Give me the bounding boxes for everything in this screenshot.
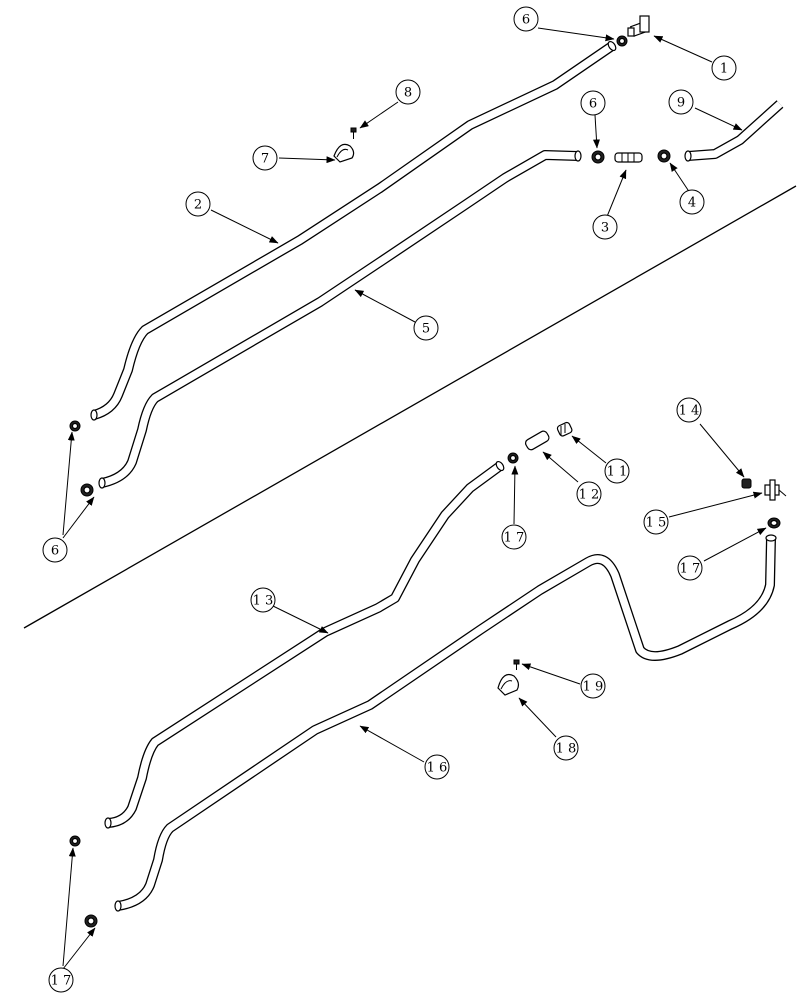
callout-label: 1 (720, 62, 728, 77)
callout-label: 1 9 (583, 680, 604, 695)
callout-19: 1 9 (580, 673, 606, 699)
callout-8: 8 (395, 79, 421, 105)
clamp-17-right-icon (767, 517, 781, 529)
callout-label: 1 7 (51, 974, 72, 989)
callout-17-right: 1 7 (677, 555, 703, 581)
callout-12: 1 2 (576, 481, 602, 507)
divider-line (23, 185, 797, 629)
valve-15-icon (764, 479, 787, 501)
callout-9: 9 (668, 89, 694, 115)
tube-9 (684, 100, 784, 162)
callout-label: 6 (51, 544, 59, 559)
callout-label: 1 8 (556, 742, 577, 757)
clamp-17-lower-a-icon (69, 835, 81, 847)
callout-label: 6 (522, 13, 530, 28)
tube-5 (98, 150, 582, 489)
callout-label: 6 (589, 97, 597, 112)
callout-label: 1 7 (504, 531, 525, 546)
callout-6-top: 6 (513, 6, 539, 32)
callout-7: 7 (252, 145, 278, 171)
callout-label: 1 6 (427, 761, 448, 776)
callout-11: 1 1 (604, 458, 630, 484)
clamp-6-mid-icon (591, 150, 605, 164)
callout-15: 1 5 (643, 509, 669, 535)
clamp-6-top-icon (616, 35, 628, 47)
callout-label: 1 4 (679, 404, 700, 419)
callout-label: 1 3 (253, 594, 274, 609)
callout-6-mid: 6 (580, 90, 606, 116)
connector-12-icon (524, 430, 550, 451)
callout-2: 2 (185, 191, 211, 217)
callout-6-lower: 6 (42, 537, 68, 563)
callout-label: 5 (422, 322, 430, 337)
callout-label: 1 2 (579, 488, 600, 503)
callout-label: 3 (601, 221, 609, 236)
leader-lines (62, 27, 767, 970)
callout-13: 1 3 (250, 587, 276, 613)
tube-13 (104, 460, 505, 829)
callout-label: 8 (404, 86, 412, 101)
connector-3-icon (614, 152, 643, 163)
bolt-8-icon (350, 127, 357, 139)
callout-label: 1 1 (607, 465, 628, 480)
fitting-1-icon (627, 15, 650, 37)
callout-5: 5 (413, 315, 439, 341)
callout-18: 1 8 (553, 735, 579, 761)
callout-label: 2 (194, 198, 202, 213)
fitting-14-icon (741, 478, 752, 489)
callout-label: 9 (677, 96, 685, 111)
callout-3: 3 (592, 214, 618, 240)
bolt-19-icon (513, 659, 520, 670)
tube-16 (114, 534, 777, 912)
callout-label: 1 5 (646, 516, 667, 531)
fitting-11-icon (556, 421, 573, 437)
callout-16: 1 6 (424, 754, 450, 780)
callout-label: 7 (261, 152, 269, 167)
callout-1: 1 (711, 55, 737, 81)
clamp-6-lower-b-icon (80, 483, 94, 497)
clip-7-icon (333, 143, 355, 163)
callout-label: 1 7 (680, 562, 701, 577)
clamp-4-icon (657, 149, 671, 163)
callout-label: 4 (688, 196, 696, 211)
clip-18-icon (497, 673, 520, 696)
tube-2 (90, 40, 617, 421)
clamp-17-lower-b-icon (84, 914, 98, 928)
clamp-17-top-icon (507, 452, 519, 464)
clamp-6-lower-a-icon (69, 420, 81, 432)
callout-4: 4 (679, 189, 705, 215)
callout-17-lower: 1 7 (48, 967, 74, 993)
callout-14: 1 4 (676, 397, 702, 423)
callout-17-mid: 1 7 (501, 524, 527, 550)
